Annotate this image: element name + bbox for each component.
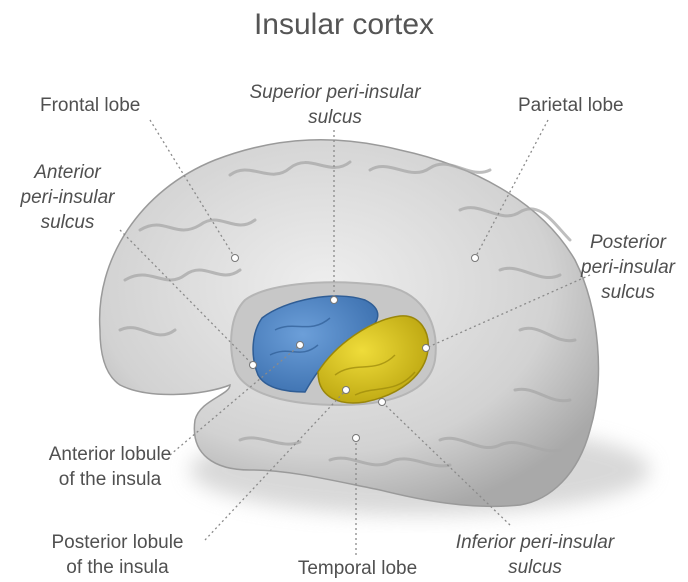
label-inferior-peri-insular-sulcus: Inferior peri-insular sulcus <box>440 530 630 580</box>
label-anterior-sulcus-line-3: sulcus <box>5 210 130 235</box>
pointer-dot-posterior-lobule <box>343 387 350 394</box>
label-superior-line-2: sulcus <box>225 105 445 130</box>
label-anterior-lobule-line-1: Anterior lobule <box>30 442 190 467</box>
label-anterior-peri-insular-sulcus: Anterior peri-insular sulcus <box>5 160 130 235</box>
pointer-dot-superior <box>331 297 338 304</box>
label-inferior-sulcus-line-2: sulcus <box>440 555 630 580</box>
label-anterior-sulcus-line-2: peri-insular <box>5 185 130 210</box>
pointer-dot-anterior-lobule <box>297 342 304 349</box>
label-posterior-lobule: Posterior lobule of the insula <box>30 530 205 580</box>
label-anterior-sulcus-line-1: Anterior <box>5 160 130 185</box>
pointer-dot-parietal <box>472 255 479 262</box>
label-anterior-lobule-line-2: of the insula <box>30 467 190 492</box>
label-posterior-peri-insular-sulcus: Posterior peri-insular sulcus <box>568 230 688 305</box>
label-posterior-sulcus-line-1: Posterior <box>568 230 688 255</box>
label-frontal-lobe: Frontal lobe <box>40 93 140 118</box>
label-inferior-sulcus-line-1: Inferior peri-insular <box>440 530 630 555</box>
label-posterior-lobule-line-2: of the insula <box>30 555 205 580</box>
pointer-dot-posterior-sulcus <box>423 345 430 352</box>
label-parietal-lobe: Parietal lobe <box>518 93 624 118</box>
label-superior-line-1: Superior peri-insular <box>225 80 445 105</box>
pointer-dot-anterior-sulcus <box>250 362 257 369</box>
label-posterior-lobule-line-1: Posterior lobule <box>30 530 205 555</box>
pointer-dot-temporal <box>353 435 360 442</box>
pointer-dot-inferior-sulcus <box>379 399 386 406</box>
label-superior-peri-insular-sulcus: Superior peri-insular sulcus <box>225 80 445 130</box>
pointer-dot-frontal <box>232 255 239 262</box>
label-posterior-sulcus-line-3: sulcus <box>568 280 688 305</box>
label-posterior-sulcus-line-2: peri-insular <box>568 255 688 280</box>
label-temporal-lobe: Temporal lobe <box>285 556 430 581</box>
label-anterior-lobule: Anterior lobule of the insula <box>30 442 190 492</box>
